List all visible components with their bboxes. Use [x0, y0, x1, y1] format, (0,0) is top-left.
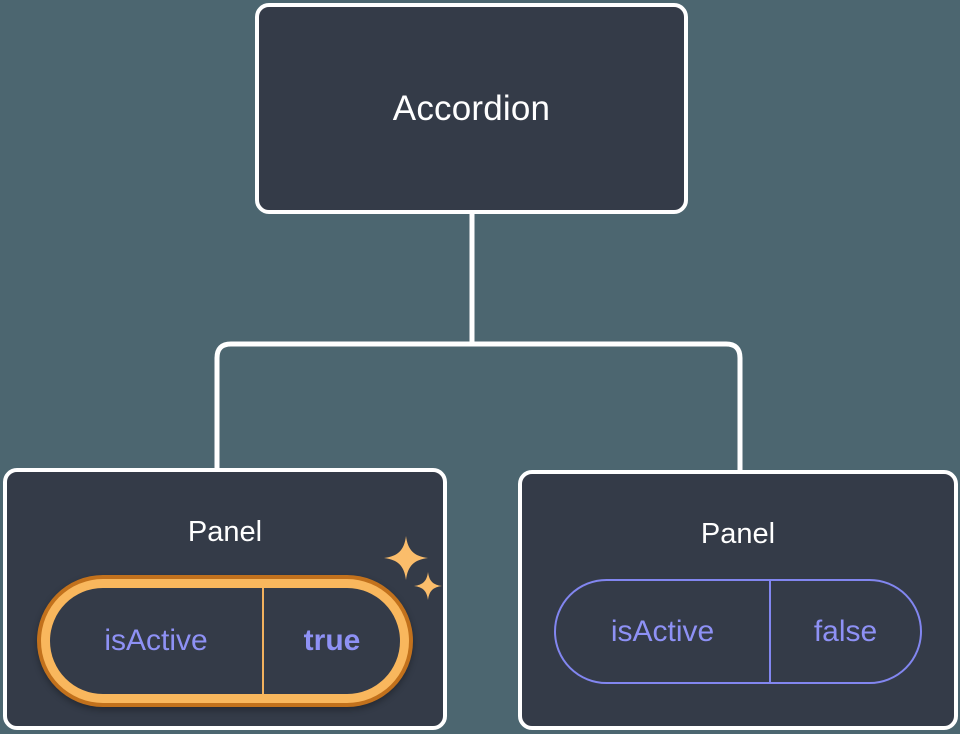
- prop-value: false: [813, 614, 878, 648]
- node-panel-inactive[interactable]: Panel isActive false: [518, 470, 958, 730]
- node-panel-inactive-label: Panel: [700, 518, 776, 550]
- node-panel-active[interactable]: Panel isActive true: [3, 468, 447, 730]
- node-accordion-label: Accordion: [392, 89, 551, 128]
- prop-key: isActive: [610, 614, 715, 648]
- prop-key: isActive: [104, 624, 208, 657]
- prop-pill-highlight-ring: isActive true: [41, 579, 409, 703]
- prop-divider: [769, 581, 771, 682]
- prop-value: true: [303, 624, 361, 657]
- prop-pill-body: isActive true: [50, 588, 400, 694]
- node-accordion[interactable]: Accordion: [255, 3, 688, 214]
- prop-divider: [262, 588, 264, 694]
- prop-pill-isactive-false[interactable]: isActive false: [554, 579, 922, 684]
- node-panel-active-label: Panel: [187, 516, 263, 548]
- prop-pill-isactive-true[interactable]: isActive true: [37, 575, 413, 707]
- edge-bus: [214, 341, 743, 477]
